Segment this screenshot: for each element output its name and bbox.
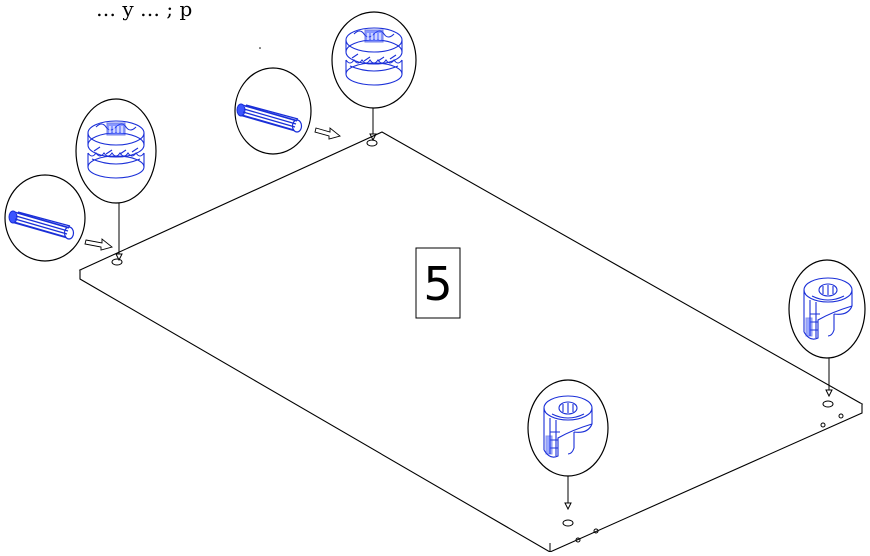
hole-top — [366, 139, 378, 147]
callout-cam-lock-top — [331, 11, 417, 142]
callout-cam-housing-right — [788, 259, 866, 398]
step-number-box: 5 — [415, 247, 461, 319]
panel-board — [78, 131, 864, 553]
callout-cam-lock-left — [75, 98, 157, 262]
arrow-dowel-left — [84, 238, 113, 251]
caption-fragment: … y … ; p — [96, 0, 192, 21]
callout-cam-housing-bottom — [527, 379, 609, 511]
hole-right — [822, 400, 834, 408]
arrow-dowel-top — [314, 127, 341, 140]
callout-dowel-left — [4, 174, 86, 262]
step-number: 5 — [423, 257, 452, 311]
hole-bottom — [562, 519, 574, 527]
callout-dowel-top — [234, 67, 312, 155]
hole-left — [111, 258, 123, 266]
